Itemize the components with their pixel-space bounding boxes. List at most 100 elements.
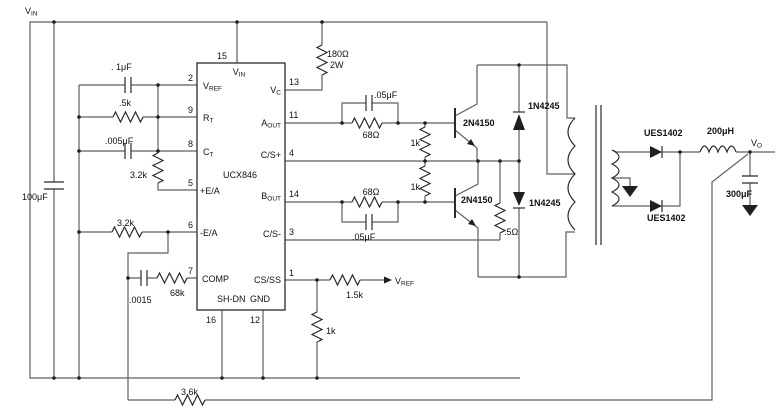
junction	[476, 159, 480, 163]
junction	[77, 376, 81, 380]
ct-cap-label: .005μF	[105, 136, 134, 146]
junction	[498, 159, 502, 163]
junction	[77, 115, 81, 119]
b-1k-label: 1k	[410, 182, 420, 192]
pin1-num: 1	[289, 268, 294, 278]
bout-capacitor	[365, 214, 373, 230]
vc-res-power-label: 2W	[330, 60, 344, 70]
pin3-label: C/S-	[263, 229, 281, 239]
input-cap-label: 100μF	[22, 192, 48, 202]
ss-gnd-res-label: 1k	[326, 326, 336, 336]
junction	[423, 200, 427, 204]
junction	[166, 230, 170, 234]
pin8-label: CT	[203, 147, 214, 159]
wire-bout-cap-loop	[341, 202, 399, 223]
wire-aout-cap-loop	[341, 102, 399, 123]
a-1k-resistor	[418, 126, 432, 158]
output-capacitor	[742, 175, 758, 184]
sense-res-label: .5Ω	[504, 227, 519, 237]
junction	[52, 20, 56, 24]
vo-label: VO	[751, 138, 762, 150]
junction	[52, 376, 56, 380]
pin7-label: COMP	[202, 274, 229, 284]
pin8-num: 8	[188, 139, 193, 149]
junction	[220, 376, 224, 380]
aout-capacitor	[365, 95, 373, 111]
ic-pin15-label: VIN	[233, 67, 246, 79]
comp-res-label: 68k	[170, 288, 185, 298]
junction	[678, 150, 682, 154]
pin5-label: +E/A	[200, 186, 220, 196]
pin13-num: 13	[289, 77, 299, 87]
junction	[261, 376, 265, 380]
junction	[517, 275, 521, 279]
output-inductor	[699, 145, 737, 154]
transistor-q1	[454, 108, 475, 146]
comp-cap-label: .0015	[129, 295, 152, 305]
aout-resistor	[351, 116, 383, 130]
d2-label: 1N4245	[529, 198, 561, 208]
q2-label: 2N4150	[461, 195, 493, 205]
pin14-num: 14	[289, 189, 299, 199]
gnd-label: GND	[250, 294, 271, 304]
ea-minus-res-label: 3.2k	[117, 218, 135, 228]
pin6-label: -E/A	[200, 228, 218, 238]
rectifier-top	[650, 146, 663, 158]
ea-plus-res-label: 3.2k	[130, 170, 148, 180]
ct-capacitor	[124, 143, 132, 159]
junction	[126, 276, 130, 280]
output-ground-arrow	[742, 205, 758, 216]
wire-comp-jog	[127, 232, 169, 400]
q1-emitter-arrow	[467, 139, 475, 146]
junction	[340, 200, 344, 204]
vref-capacitor	[124, 77, 132, 93]
vc-resistor	[315, 44, 329, 76]
ea-minus-resistor	[111, 225, 143, 239]
pin12-num: 12	[250, 315, 260, 325]
bout-resistor	[351, 195, 383, 209]
ss-gnd-resistor	[310, 311, 324, 343]
ic-pin15-num: 15	[217, 51, 227, 61]
out-cap-label: 300μF	[726, 189, 753, 199]
rect-bottom-label: UES1402	[647, 213, 686, 223]
junction	[156, 115, 160, 119]
wire-q2-collector	[454, 161, 479, 197]
shdn-label: SH-DN	[217, 294, 246, 304]
diode-d1	[513, 111, 525, 130]
pin3-num: 3	[289, 227, 294, 237]
pin2-num: 2	[188, 73, 193, 83]
wire-q2-emitter	[454, 209, 479, 277]
pin6-num: 6	[188, 220, 193, 230]
rectifier-bottom	[650, 200, 663, 212]
pin4-label: C/S+	[261, 150, 281, 160]
wires	[29, 21, 775, 401]
transistor-q2	[454, 188, 476, 226]
a-1k-label: 1k	[410, 138, 420, 148]
input-capacitor	[44, 181, 64, 190]
transformer	[567, 105, 620, 245]
wire-q1-emitter	[454, 129, 478, 161]
junction	[156, 83, 160, 87]
wire-shdn-gnd	[221, 310, 264, 378]
wire-ea-plus-branch	[157, 85, 197, 191]
wire-sec-bottom	[612, 152, 681, 207]
ic-name: UCX846	[223, 170, 257, 180]
b-res-label: 68Ω	[363, 187, 380, 197]
wire-vc	[285, 22, 323, 91]
wire-sec-centertap	[612, 177, 631, 186]
components	[44, 44, 758, 407]
comp-capacitor	[140, 270, 148, 286]
vin-label: VIN	[25, 6, 38, 18]
ss-series-res-label: 1.5k	[346, 290, 364, 300]
junction	[156, 149, 160, 153]
b-1k-resistor	[418, 165, 432, 197]
wire-emitter-primary	[478, 231, 575, 278]
feedback-resistor	[174, 393, 206, 407]
rt-res-label: .5k	[119, 98, 132, 108]
q2-emitter-arrow	[468, 219, 476, 226]
junction	[396, 121, 400, 125]
transformer-core	[595, 105, 602, 245]
rect-top-label: UES1402	[644, 128, 683, 138]
diode-d2	[513, 192, 525, 209]
